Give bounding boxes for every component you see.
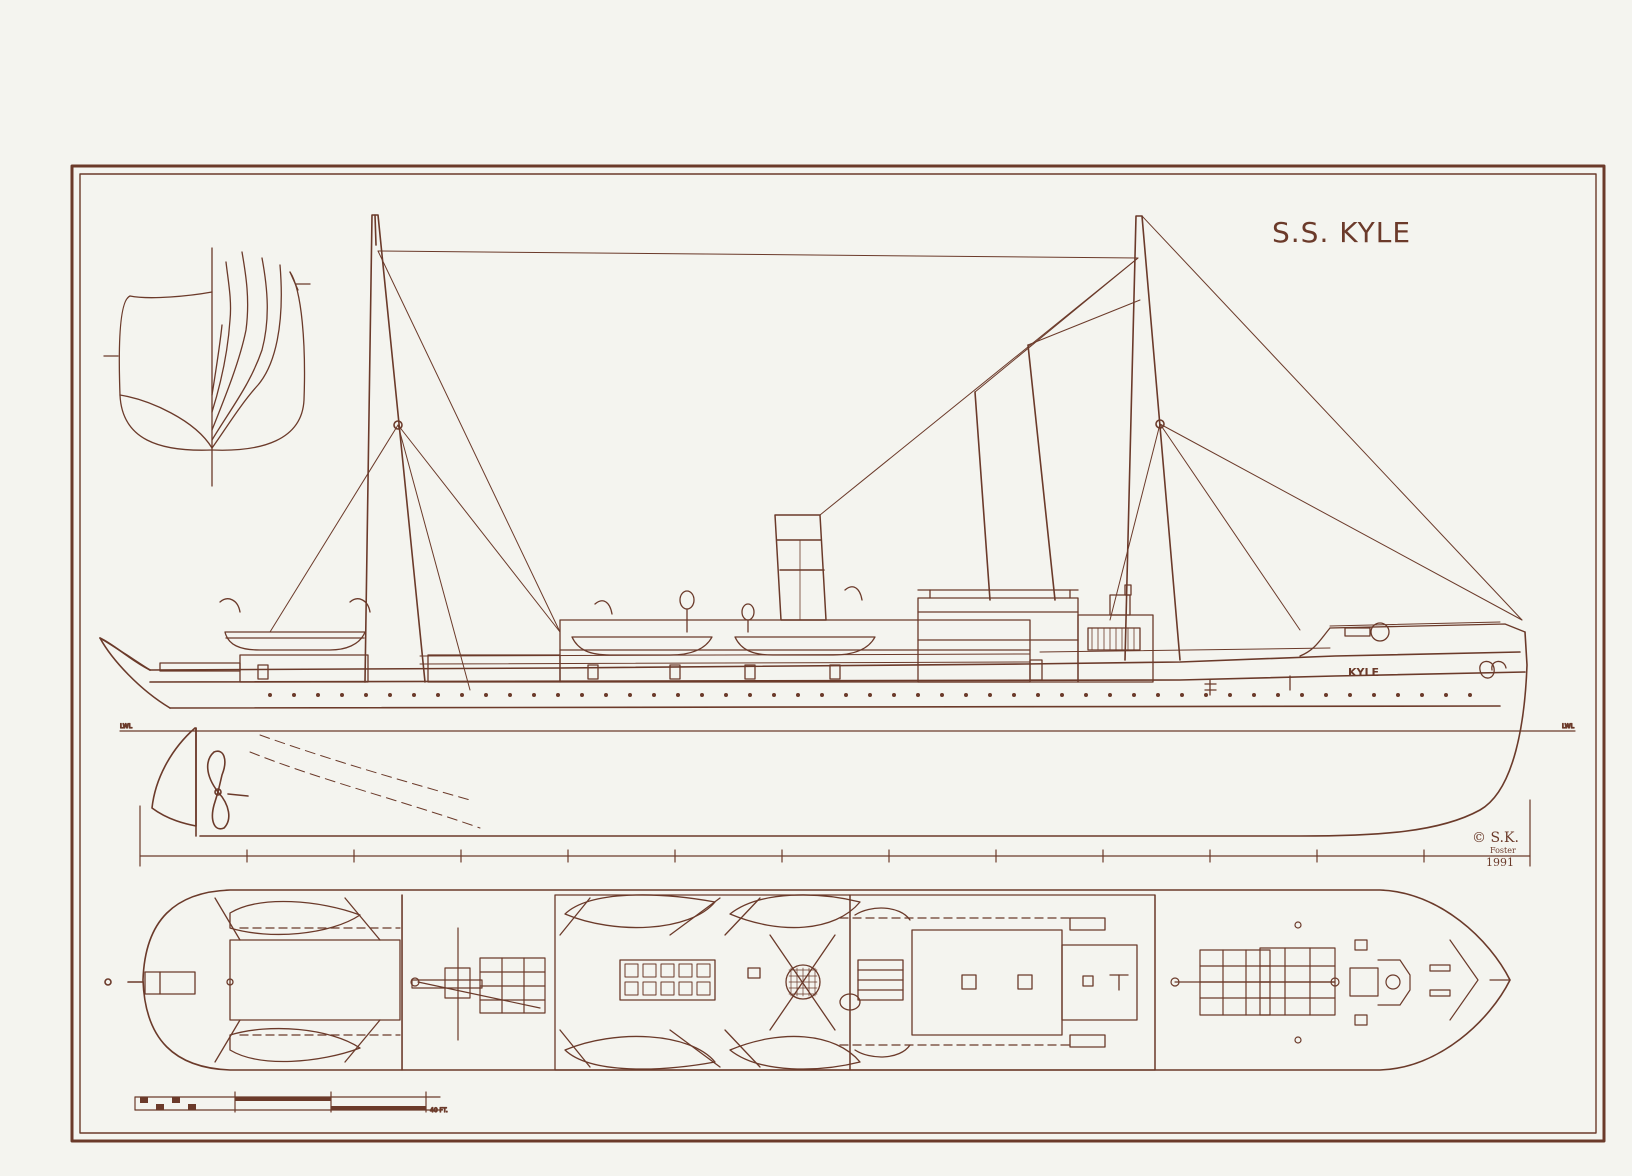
porthole — [1444, 693, 1448, 697]
skylight-pane — [678, 981, 693, 996]
porthole — [340, 693, 344, 697]
porthole — [412, 693, 416, 697]
skylight-pane — [642, 963, 657, 978]
porthole — [268, 693, 272, 697]
porthole — [484, 693, 488, 697]
porthole — [1468, 693, 1472, 697]
porthole — [1372, 693, 1376, 697]
porthole — [820, 693, 824, 697]
scale-bar-label: 40 FT. — [430, 1107, 448, 1114]
porthole — [508, 693, 512, 697]
porthole — [604, 693, 608, 697]
porthole — [1324, 693, 1328, 697]
porthole — [772, 693, 776, 697]
porthole — [1396, 693, 1400, 697]
porthole — [388, 693, 392, 697]
drawing-title: S.S. KYLE — [1272, 216, 1411, 249]
porthole — [676, 693, 680, 697]
skylight-pane — [660, 981, 675, 996]
aft-deck-plan — [144, 894, 403, 1071]
porthole — [892, 693, 896, 697]
porthole — [844, 693, 848, 697]
porthole — [1060, 693, 1064, 697]
hull-name-label: KYLE — [1348, 666, 1379, 679]
porthole — [1276, 693, 1280, 697]
porthole — [1348, 693, 1352, 697]
skylight-pane — [696, 981, 711, 996]
porthole — [292, 693, 296, 697]
hull — [99, 631, 1528, 837]
forecastle — [1204, 622, 1526, 696]
boat-deck-plan — [554, 894, 861, 1071]
skylight-pane — [624, 981, 639, 996]
deck-outline — [104, 889, 1511, 1071]
station-scale — [139, 799, 1531, 867]
svg-text:LWL: LWL — [1562, 723, 1575, 730]
bridge-deck-plan — [839, 894, 1156, 1071]
porthole — [652, 693, 656, 697]
porthole — [1084, 693, 1088, 697]
funnel — [774, 514, 827, 621]
skylight-pane — [696, 963, 711, 978]
porthole — [1156, 693, 1160, 697]
porthole — [1228, 693, 1232, 697]
skylight-pane — [624, 963, 639, 978]
porthole — [460, 693, 464, 697]
aft-hatch — [410, 927, 546, 1041]
porthole — [1132, 693, 1136, 697]
porthole — [748, 693, 752, 697]
skylight-pane — [642, 981, 657, 996]
rigging — [269, 215, 1523, 691]
porthole — [532, 693, 536, 697]
svg-text:LWL: LWL — [120, 723, 133, 730]
frame — [70, 164, 1606, 1143]
porthole — [1204, 693, 1208, 697]
porthole — [724, 693, 728, 697]
porthole — [1252, 693, 1256, 697]
porthole — [364, 693, 368, 697]
porthole — [700, 693, 704, 697]
porthole — [436, 693, 440, 697]
porthole — [796, 693, 800, 697]
porthole — [964, 693, 968, 697]
scale-bar: 40 FT. — [134, 1091, 448, 1115]
deck-rails — [419, 621, 1501, 665]
profile-view: LWL LWL — [99, 214, 1576, 837]
porthole — [1108, 693, 1112, 697]
porthole — [868, 693, 872, 697]
porthole — [1036, 693, 1040, 697]
porthole — [316, 693, 320, 697]
porthole — [916, 693, 920, 697]
signature: © S.K. Foster 1991 — [1472, 830, 1519, 869]
signature-name: Foster — [1490, 846, 1516, 855]
signature-year: 1991 — [1486, 856, 1514, 869]
skylight-pane — [660, 963, 675, 978]
plan-view — [104, 889, 1511, 1071]
porthole — [940, 693, 944, 697]
porthole — [1300, 693, 1304, 697]
masts — [364, 214, 1181, 683]
porthole — [1180, 693, 1184, 697]
aft-deckhouse — [159, 598, 371, 683]
porthole — [556, 693, 560, 697]
bridge-house — [917, 584, 1154, 683]
porthole — [988, 693, 992, 697]
porthole — [1012, 693, 1016, 697]
body-plan — [103, 247, 311, 487]
fore-deck-plan — [1170, 921, 1511, 1044]
skylight-pane — [678, 963, 693, 978]
signature-copyright: © S.K. — [1472, 830, 1519, 846]
porthole — [580, 693, 584, 697]
waterline: LWL LWL — [119, 722, 1576, 732]
porthole — [628, 693, 632, 697]
portholes — [268, 693, 1472, 697]
porthole — [1420, 693, 1424, 697]
